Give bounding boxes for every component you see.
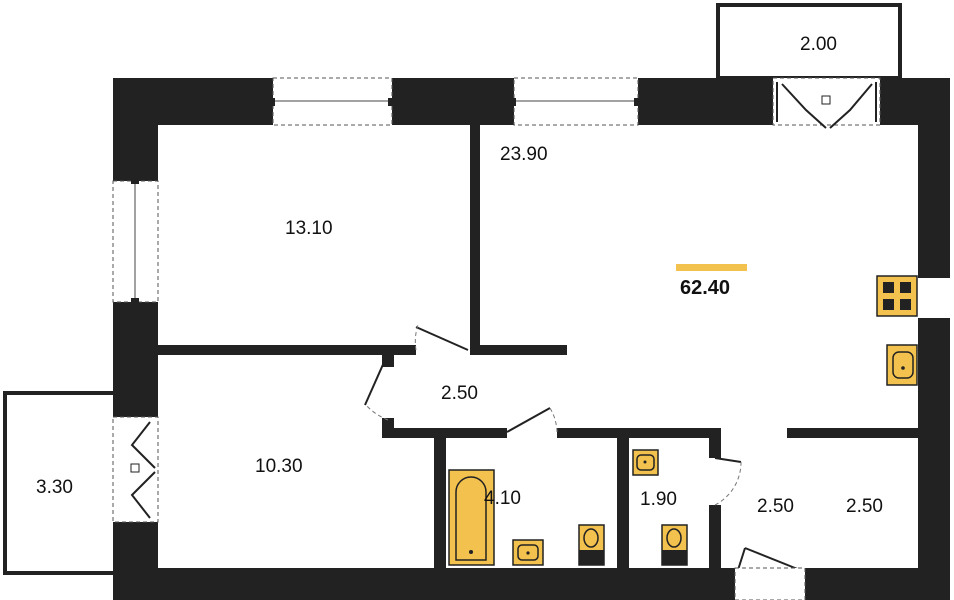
total-area: 62.40 xyxy=(680,277,730,299)
bathtub-icon xyxy=(448,469,495,566)
area-living-kitchen: 23.90 xyxy=(500,144,548,165)
area-bedroom-bottom: 10.30 xyxy=(255,456,303,477)
balcony-left-outline xyxy=(3,391,117,575)
area-corridor: 2.50 xyxy=(757,496,794,517)
stove-icon xyxy=(876,275,918,317)
windows xyxy=(112,77,639,304)
balcony-door-top xyxy=(772,77,881,129)
area-bathroom: 4.10 xyxy=(484,488,521,509)
balcony-door-left xyxy=(112,416,159,523)
toilet-icon-small xyxy=(661,524,688,566)
inner-walls xyxy=(158,125,922,570)
washbasin-icon xyxy=(512,539,544,566)
area-hall-small: 2.50 xyxy=(441,383,478,404)
area-toilet: 1.90 xyxy=(640,489,677,510)
toilet-sink-icon xyxy=(632,449,659,476)
area-balcony-left: 3.30 xyxy=(36,477,73,498)
area-bedroom-top: 13.10 xyxy=(285,218,333,239)
area-balcony-top: 2.00 xyxy=(800,34,837,55)
area-entrance: 2.50 xyxy=(846,496,883,517)
total-area-bar xyxy=(676,264,747,271)
outer-walls xyxy=(113,78,950,600)
sink-icon xyxy=(886,344,918,386)
toilet-icon xyxy=(578,524,605,566)
doors xyxy=(364,324,806,600)
